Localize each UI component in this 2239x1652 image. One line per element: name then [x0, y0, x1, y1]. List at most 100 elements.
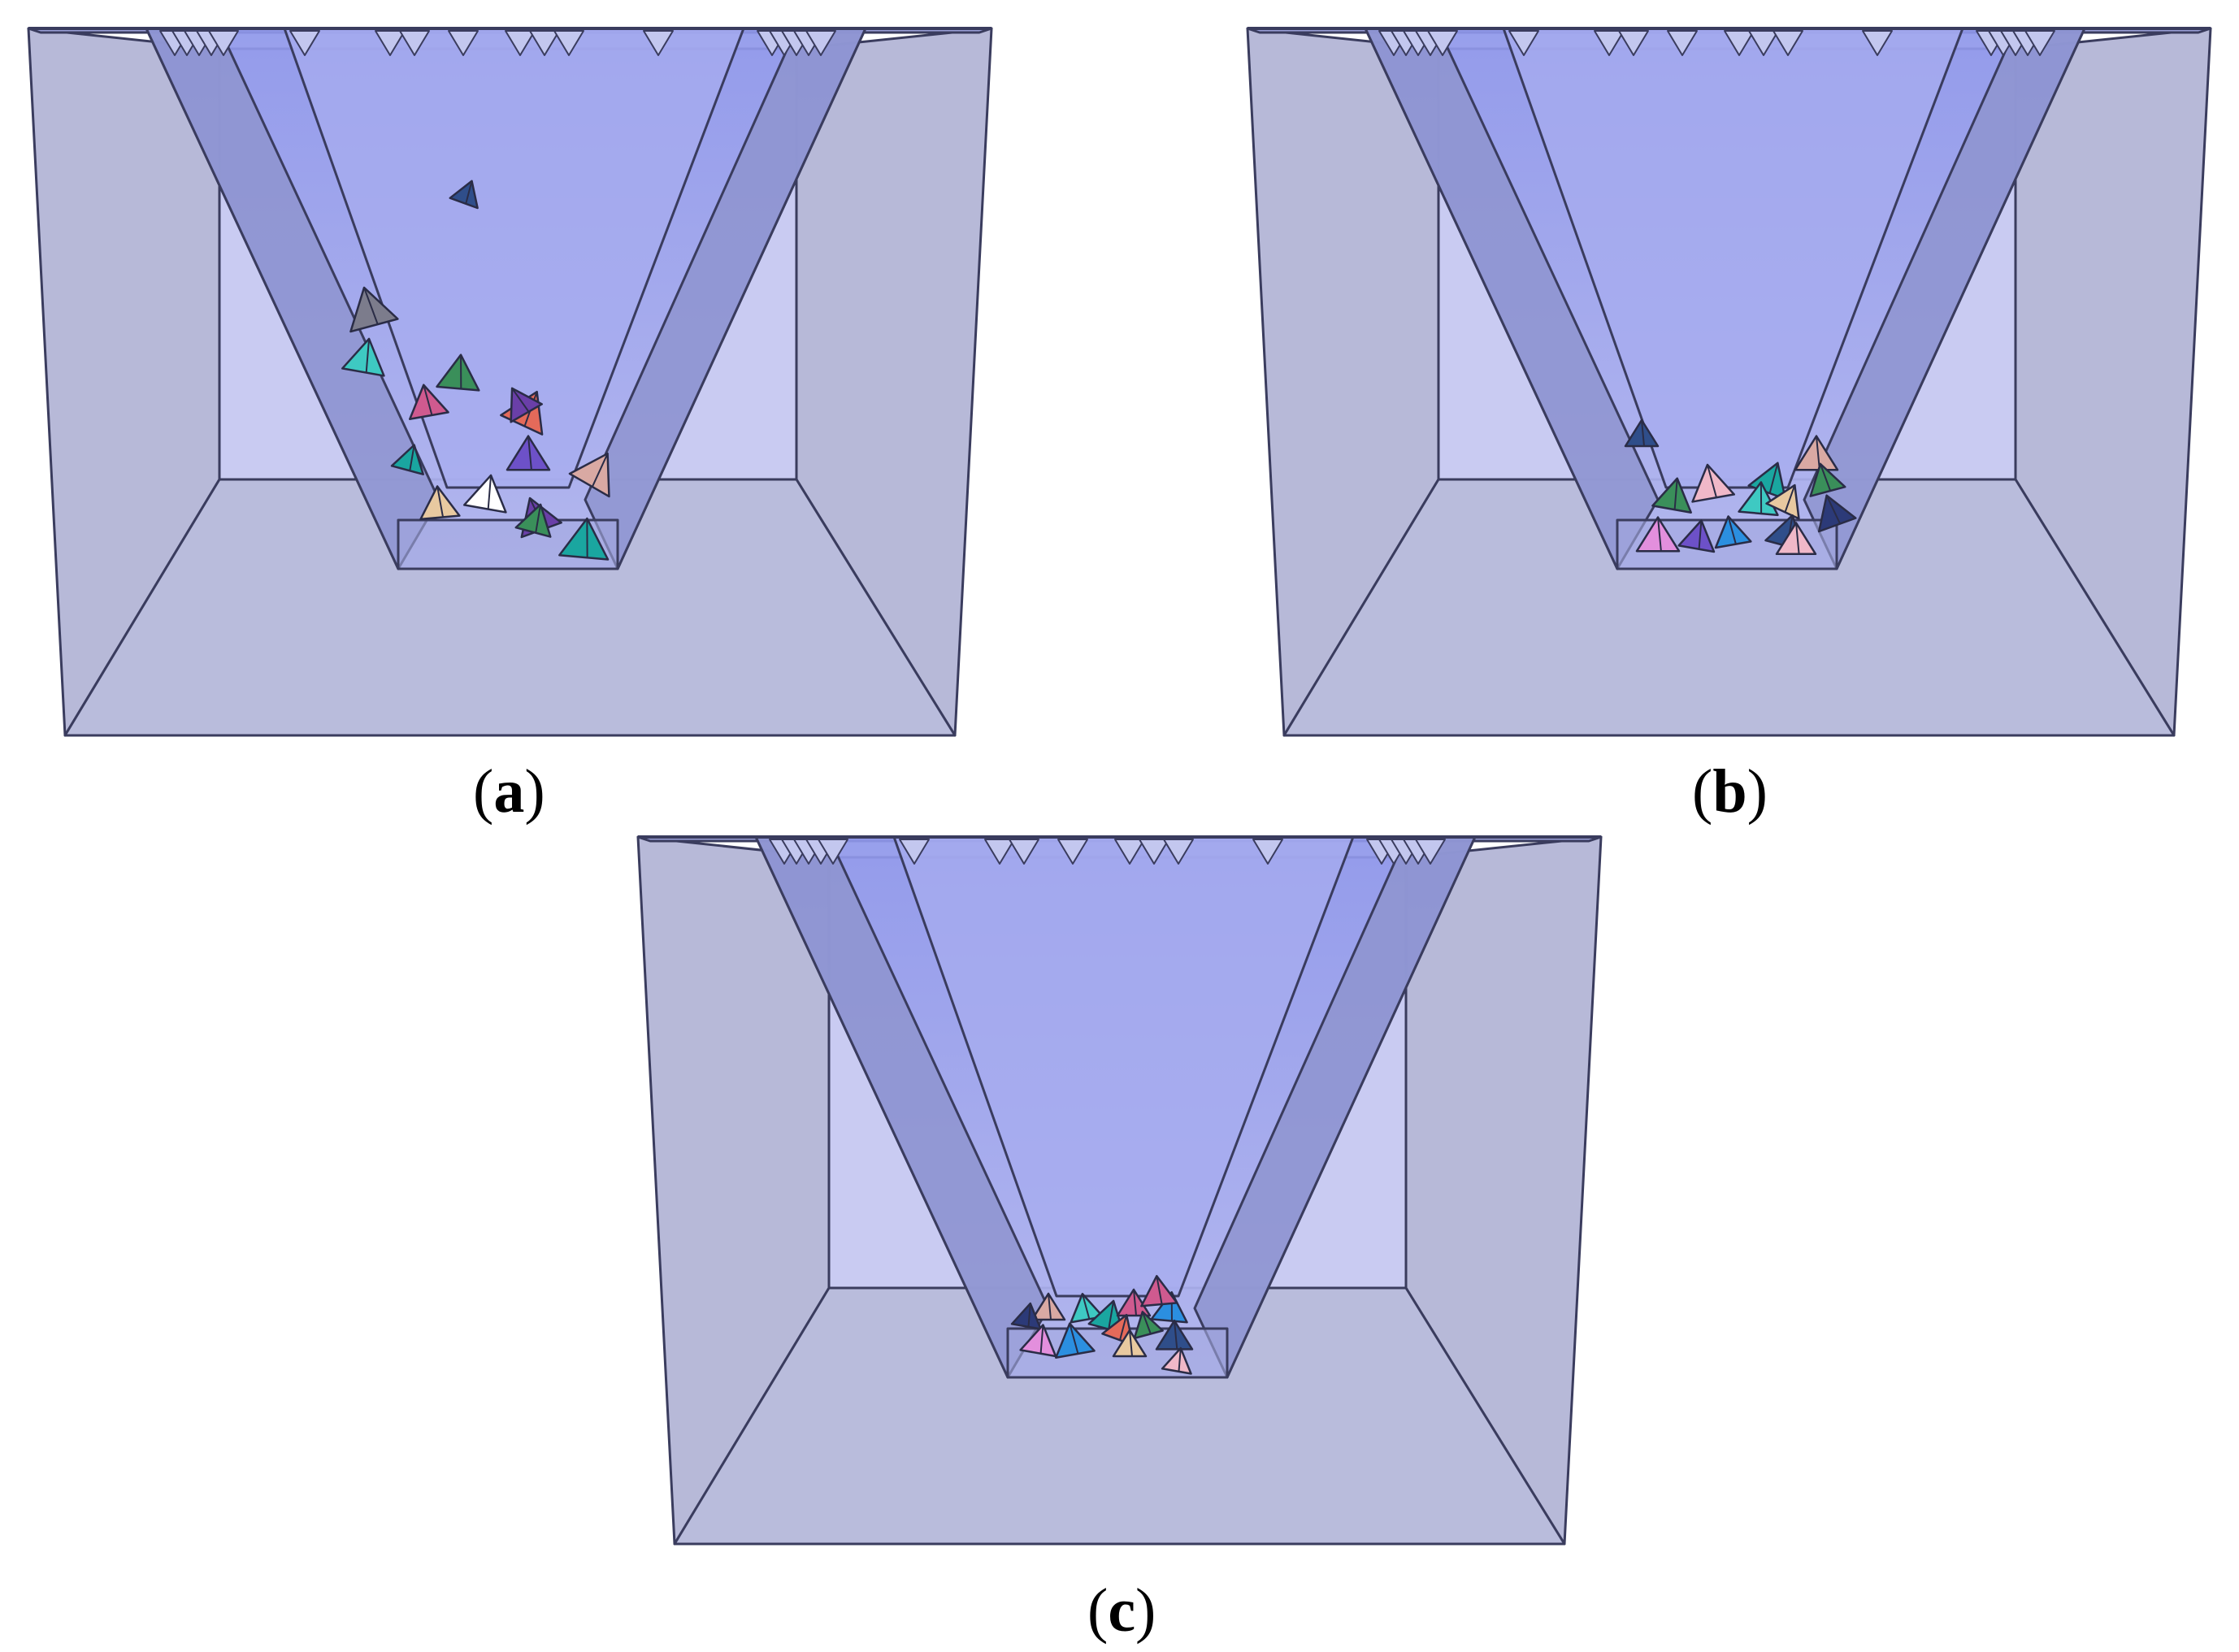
tetrahedron-face	[506, 435, 551, 471]
tetrahedron-face	[1809, 462, 1846, 497]
tetrahedron-edge	[1039, 1325, 1044, 1354]
nozzle-icon	[529, 30, 560, 56]
tetrahedron-icon	[409, 384, 449, 420]
tetrahedron-edge	[1641, 419, 1645, 447]
tetrahedron-face	[1150, 1291, 1188, 1324]
nozzle-icon	[1594, 30, 1625, 56]
tetrahedron-icon	[1775, 522, 1817, 556]
tetrahedron-face	[1161, 1346, 1192, 1375]
tetrahedron-face	[436, 353, 480, 392]
tetrahedron-icon	[1714, 515, 1752, 549]
tetrahedron-icon	[558, 517, 610, 561]
nozzle-icon	[818, 839, 848, 865]
nozzle-icon	[1114, 839, 1145, 865]
tetrahedron-edge	[1795, 522, 1800, 554]
caption-c: (c)	[1087, 1576, 1156, 1645]
tetrahedron-icon	[568, 452, 610, 498]
tetrahedron-icon	[1116, 1288, 1152, 1317]
nozzle-icon	[1427, 30, 1458, 56]
tetrahedron-icon	[1809, 462, 1846, 497]
nozzle-icon	[643, 30, 674, 56]
nozzle-icon	[1508, 30, 1539, 56]
tetrahedron-face	[1133, 1311, 1164, 1340]
tetrahedron-icon	[341, 337, 385, 377]
tetrahedron-face	[1116, 1288, 1152, 1317]
tetrahedron-edge	[465, 180, 473, 205]
tetrahedron-edge	[1825, 495, 1842, 524]
caption-b: (b)	[1692, 757, 1768, 826]
tetrahedron-edge	[1156, 1276, 1163, 1305]
tetrahedron-icon	[390, 444, 424, 475]
tetrahedron-icon	[1112, 1329, 1148, 1358]
tetrahedron-edge	[365, 338, 371, 373]
tetrahedron-face	[390, 444, 424, 475]
nozzle-icon	[1862, 30, 1893, 56]
tetrahedron-face	[1112, 1329, 1148, 1358]
tetrahedron-face	[1677, 519, 1716, 553]
funnel-outlet	[397, 518, 619, 570]
nozzle-icon	[399, 30, 430, 56]
nozzle-icon	[1618, 30, 1649, 56]
tetrahedron-edge	[591, 453, 609, 488]
tetrahedron-icon	[1070, 1293, 1104, 1324]
tetrahedron-icon	[510, 387, 544, 423]
nozzle-icon	[448, 30, 479, 56]
caption-a: (a)	[473, 757, 545, 826]
tetrahedron-edge	[423, 384, 433, 416]
tetrahedron-icon	[1055, 1322, 1096, 1359]
nozzle-icon	[1009, 839, 1039, 865]
nozzle-icon	[375, 30, 406, 56]
tetrahedron-face	[1019, 1324, 1057, 1358]
tetrahedron-face	[1765, 483, 1800, 520]
tetrahedron-edge	[1698, 520, 1703, 549]
tetrahedron-edge	[460, 354, 462, 389]
nozzle-icon	[1163, 839, 1194, 865]
funnel-diagram-c	[636, 835, 1603, 1546]
nozzle-icon	[1667, 30, 1698, 56]
nozzle-icon	[1748, 30, 1779, 56]
tetrahedron-icon	[1691, 463, 1736, 503]
tetrahedron-edge	[1784, 484, 1796, 513]
tetrahedron-icon	[1624, 418, 1660, 448]
tetrahedron-icon	[462, 474, 507, 514]
nozzle-icon	[1415, 839, 1446, 865]
nozzle-icon	[1773, 30, 1803, 56]
tetrahedron-icon	[506, 435, 551, 471]
tetrahedron-edge	[1119, 1314, 1128, 1341]
tetrahedron-icon	[1765, 483, 1800, 520]
nozzle-icon	[899, 839, 930, 865]
nozzle-icon	[1057, 839, 1088, 865]
tetrahedron-edge	[1760, 482, 1763, 514]
nozzle-icon	[984, 839, 1015, 865]
tetrahedron-face	[1738, 481, 1779, 517]
tetrahedron-icon	[1031, 1292, 1066, 1321]
tetrahedron-icon	[514, 503, 552, 538]
nozzle-icon	[505, 30, 536, 56]
tetrahedron-edge	[487, 475, 492, 509]
tetrahedron-face	[1010, 1302, 1042, 1330]
funnel-diagram-b	[1246, 27, 2212, 737]
tetrahedron-edge	[535, 504, 542, 533]
nozzle-icon	[208, 30, 239, 56]
tetrahedron-icon	[1155, 1319, 1194, 1351]
tetrahedron-edge	[1706, 464, 1717, 498]
tetrahedron-icon	[1677, 519, 1716, 553]
nozzle-icon	[289, 30, 320, 56]
tetrahedron-icon	[449, 180, 479, 210]
tetrahedron-edge	[1027, 1303, 1031, 1327]
tetrahedron-face	[514, 503, 552, 538]
tetrahedron-face	[1651, 477, 1692, 514]
tetrahedron-edge	[1141, 1312, 1152, 1334]
tetrahedron-icon	[349, 286, 399, 333]
tetrahedron-edge	[1129, 1329, 1133, 1357]
tetrahedron-face	[1794, 435, 1839, 471]
tetrahedron-edge	[1069, 1323, 1079, 1355]
tetrahedron-icon	[1635, 516, 1681, 553]
tetrahedron-face	[558, 517, 610, 561]
tetrahedron-edge	[1174, 1320, 1178, 1350]
tetrahedron-face	[1635, 516, 1681, 553]
tetrahedron-face	[1155, 1319, 1194, 1351]
tetrahedron-icon	[1651, 477, 1692, 514]
tetrahedron-edge	[1657, 517, 1662, 552]
nozzle-icon	[1724, 30, 1755, 56]
